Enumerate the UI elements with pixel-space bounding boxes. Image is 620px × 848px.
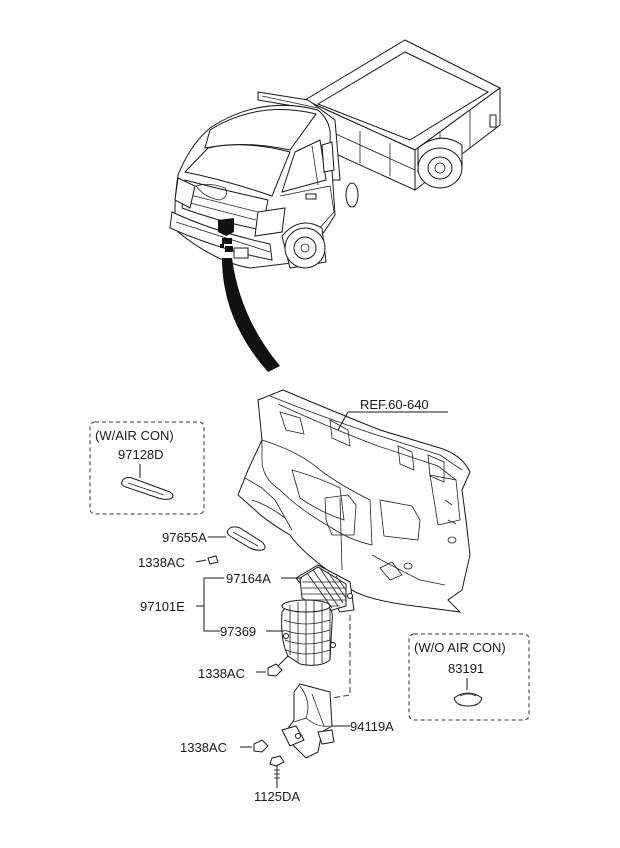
pointer-arrow <box>222 258 280 372</box>
part-97164A-label: 97164A <box>226 571 271 586</box>
part-1125DA-label: 1125DA <box>254 789 300 804</box>
truck-cab <box>169 104 336 269</box>
rear-wheel <box>345 137 463 208</box>
part-97101E-label: 97101E <box>140 599 185 614</box>
clip-1338AC-a <box>207 555 219 565</box>
part-97128D-label: 97128D <box>118 447 164 462</box>
part-97655A-label: 97655A <box>162 530 207 545</box>
screw-1125DA <box>269 755 285 782</box>
seal-97655A <box>226 526 266 551</box>
plug-83191 <box>453 692 483 707</box>
ref-label: REF.60-640 <box>360 397 429 412</box>
clip-1338AC-b <box>267 663 283 677</box>
part-1338AC-b-label: 1338AC <box>198 666 245 681</box>
bracket-97101E <box>196 577 224 632</box>
part-97369-label: 97369 <box>220 624 256 639</box>
part-83191-label: 83191 <box>448 661 484 676</box>
part-1338AC-a-label: 1338AC <box>138 555 185 570</box>
part-94119A-label: 94119A <box>350 719 394 734</box>
part-1338AC-c-label: 1338AC <box>180 740 227 755</box>
intake-97369 <box>281 599 336 666</box>
clip-1338AC-c <box>253 739 269 753</box>
duct-94119A <box>281 683 335 759</box>
wo-air-con-box: (W/O AIR CON) 83191 <box>408 633 530 721</box>
filter-seal-97128D <box>121 477 174 500</box>
wo-air-con-title: (W/O AIR CON) <box>414 640 506 655</box>
truck-illustration <box>169 39 501 269</box>
w-air-con-box: (W/AIR CON) 97128D <box>89 421 205 515</box>
w-air-con-title: (W/AIR CON) <box>95 428 174 443</box>
cowl-panel <box>237 389 471 613</box>
location-marker <box>218 218 234 252</box>
